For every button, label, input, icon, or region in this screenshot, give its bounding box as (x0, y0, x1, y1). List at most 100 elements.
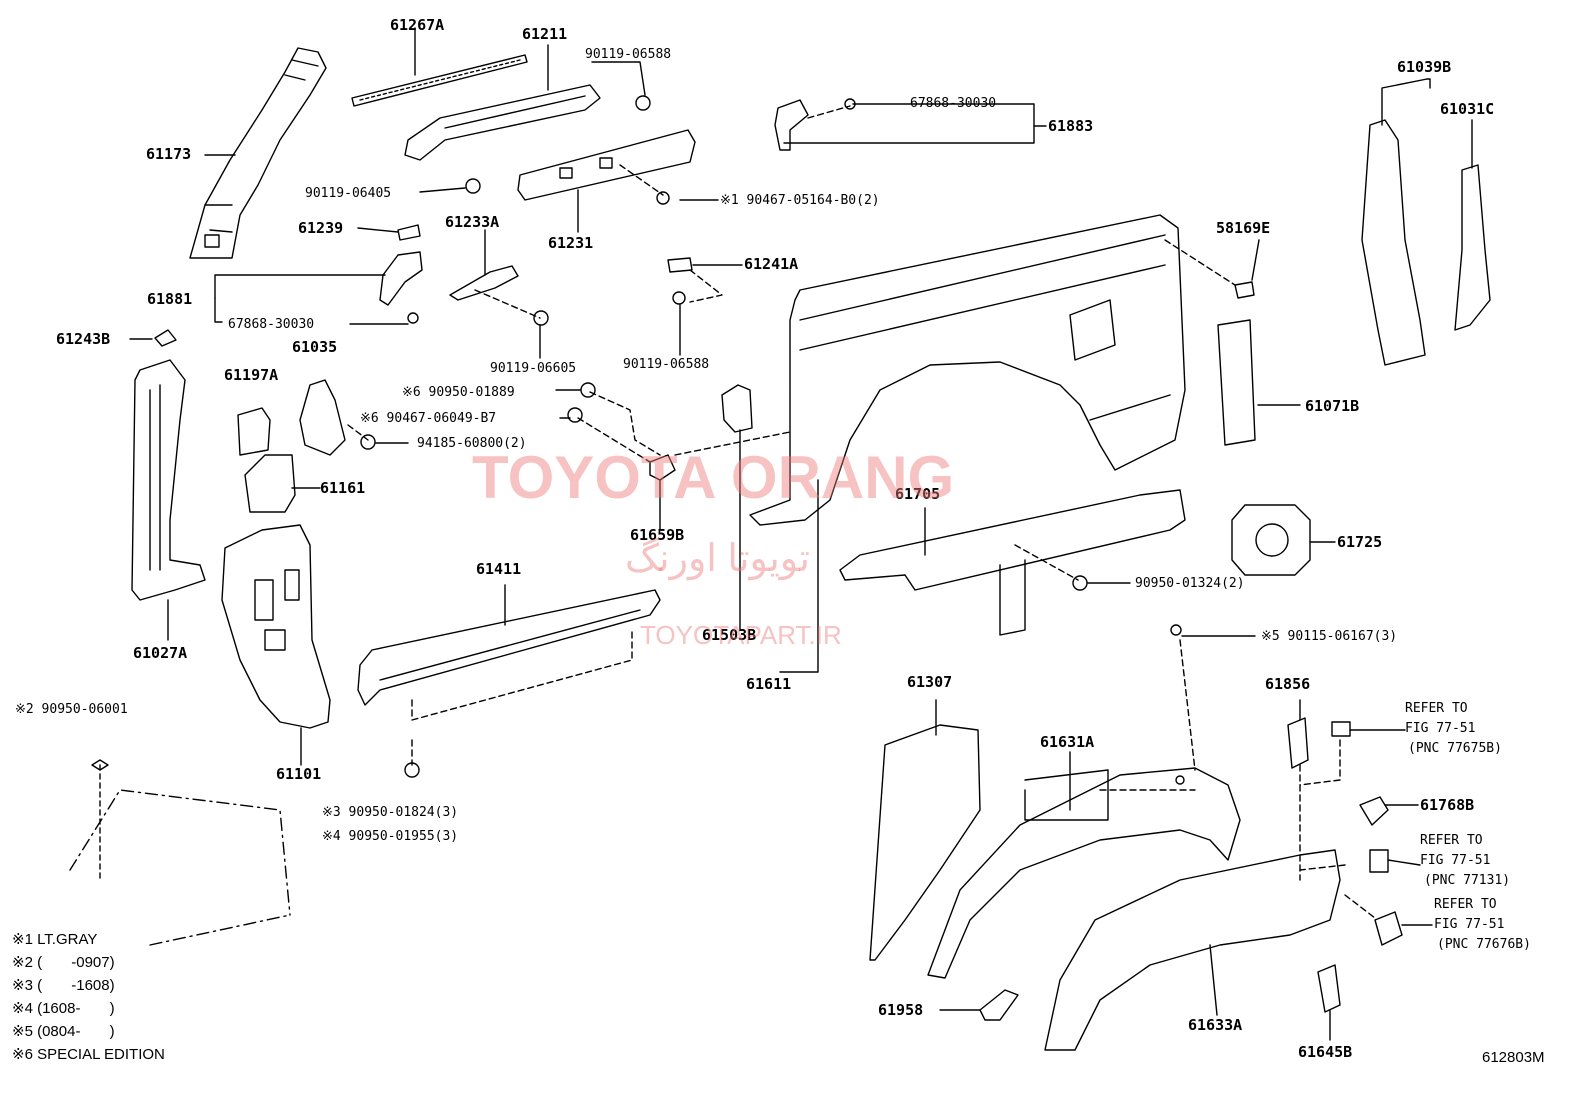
label-61233A: 61233A (445, 213, 500, 231)
part-61267A-drawing (351, 54, 528, 107)
label-61725: 61725 (1337, 533, 1383, 551)
ref-77675B-line3: (PNC 77675B) (1408, 741, 1502, 756)
label-61611: 61611 (746, 675, 792, 693)
footnote-2: ※2 ( -0907) (12, 954, 115, 971)
assembly-lines (347, 105, 1376, 919)
ref-77675B-line2: FIG 77-51 (1405, 721, 1476, 736)
label-61631A: 61631A (1040, 733, 1095, 751)
ref-77131-drawing (1369, 849, 1389, 873)
label-94185-60800: 94185-60800(2) (417, 436, 527, 451)
label-61307: 61307 (907, 673, 953, 691)
part-61161-drawing (244, 454, 296, 513)
label-61633A: 61633A (1188, 1016, 1243, 1034)
part-61768B-drawing (1359, 796, 1389, 826)
part-61241A-drawing (667, 257, 693, 273)
label-61211: 61211 (522, 25, 568, 43)
part-61611-drawing (749, 214, 1186, 526)
part-61725-drawing (1231, 504, 1311, 576)
label-61035: 61035 (292, 338, 338, 356)
label-61197A: 61197A (224, 366, 279, 384)
label-90950-06001: ※2 90950-06001 (15, 702, 128, 717)
part-61881-drawing (379, 251, 423, 306)
label-61241A: 61241A (744, 255, 799, 273)
label-61243B: 61243B (56, 330, 111, 348)
ref-77676B-line3: (PNC 77676B) (1437, 937, 1531, 952)
part-58169E-drawing (1234, 281, 1255, 299)
watermark-site: TOYOTAPART.IR (640, 620, 842, 650)
label-61645B: 61645B (1298, 1043, 1353, 1061)
label-90119-06588-top: 90119-06588 (585, 47, 672, 62)
part-61035-drawing (299, 379, 346, 456)
label-61039B: 61039B (1397, 58, 1452, 76)
ref-77131-line3: (PNC 77131) (1424, 873, 1511, 888)
part-61031C-drawing (1454, 164, 1491, 331)
part-61071B-drawing (1217, 319, 1256, 446)
ref-77675B-drawing (1331, 721, 1351, 737)
label-90119-06588-mid: 90119-06588 (623, 357, 710, 372)
label-61411: 61411 (476, 560, 522, 578)
watermark-persian: تویوتا اورنگ (625, 538, 810, 580)
ref-77131-line1: REFER TO (1420, 833, 1483, 848)
part-61633A-drawing (1044, 849, 1341, 1051)
label-90950-01889: ※6 90950-01889 (402, 385, 515, 400)
footnote-5: ※5 (0804- ) (12, 1023, 115, 1040)
label-61768B: 61768B (1420, 796, 1475, 814)
ref-77676B-line2: FIG 77-51 (1434, 917, 1505, 932)
label-90950-01955: ※4 90950-01955(3) (322, 829, 459, 844)
label-67868-30030-left: 67868-30030 (228, 317, 315, 332)
label-90467-05164: ※1 90467-05164-B0(2) (720, 193, 880, 208)
part-61239-drawing (397, 224, 421, 241)
label-61173: 61173 (146, 145, 192, 163)
label-61883: 61883 (1048, 117, 1094, 135)
diagram-code: 612803M (1482, 1049, 1545, 1066)
part-61631A-drawing (927, 767, 1241, 979)
label-61958: 61958 (878, 1001, 924, 1019)
leader-lines (129, 27, 1473, 1041)
label-61267A: 61267A (390, 16, 445, 34)
part-61411-drawing (357, 589, 661, 721)
label-90119-06405: 90119-06405 (305, 186, 392, 201)
label-61101: 61101 (276, 765, 322, 783)
footnote-6: ※6 SPECIAL EDITION (12, 1046, 165, 1063)
label-61881: 61881 (147, 290, 193, 308)
label-67868-30030-top: 67868-30030 (910, 96, 997, 111)
part-61307-drawing (869, 724, 981, 961)
part-61231-drawing (517, 129, 696, 201)
label-90115-06167: ※5 90115-06167(3) (1261, 629, 1398, 644)
part-61705-drawing (839, 489, 1186, 636)
label-61503B: 61503B (702, 626, 757, 644)
part-61027A-drawing (131, 359, 206, 601)
window-outline-drawing (69, 789, 291, 946)
label-61161: 61161 (320, 479, 366, 497)
footnote-3: ※3 ( -1608) (12, 977, 115, 994)
label-58169E: 58169E (1216, 219, 1271, 237)
label-61031C: 61031C (1440, 100, 1495, 118)
label-90119-06605: 90119-06605 (490, 361, 577, 376)
part-61039B-drawing (1361, 119, 1426, 366)
ref-77675B-line1: REFER TO (1405, 701, 1468, 716)
label-90950-01324: 90950-01324(2) (1135, 576, 1245, 591)
part-61856-drawing (1287, 717, 1309, 769)
ref-77676B-drawing (1374, 911, 1403, 946)
watermark-title: TOYOTA ORANG (472, 444, 955, 511)
part-61243B-drawing (154, 329, 177, 347)
label-90467-06049: ※6 90467-06049-B7 (360, 411, 497, 426)
part-61197A-drawing (237, 407, 271, 456)
label-61231: 61231 (548, 234, 594, 252)
part-61101-drawing (221, 524, 331, 729)
part-61211-drawing (404, 84, 601, 161)
label-61027A: 61027A (133, 644, 188, 662)
footnote-1: ※1 LT.GRAY (12, 931, 98, 948)
label-90950-01824: ※3 90950-01824(3) (322, 805, 459, 820)
ref-77676B-line1: REFER TO (1434, 897, 1497, 912)
part-61233A-drawing (449, 265, 519, 301)
part-61503B-drawing (721, 384, 753, 433)
label-61705: 61705 (895, 485, 941, 503)
label-61856: 61856 (1265, 675, 1311, 693)
part-61659B-drawing (649, 454, 676, 481)
ref-77131-line2: FIG 77-51 (1420, 853, 1491, 868)
footnote-4: ※4 (1608- ) (12, 1000, 115, 1017)
label-61071B: 61071B (1305, 397, 1360, 415)
